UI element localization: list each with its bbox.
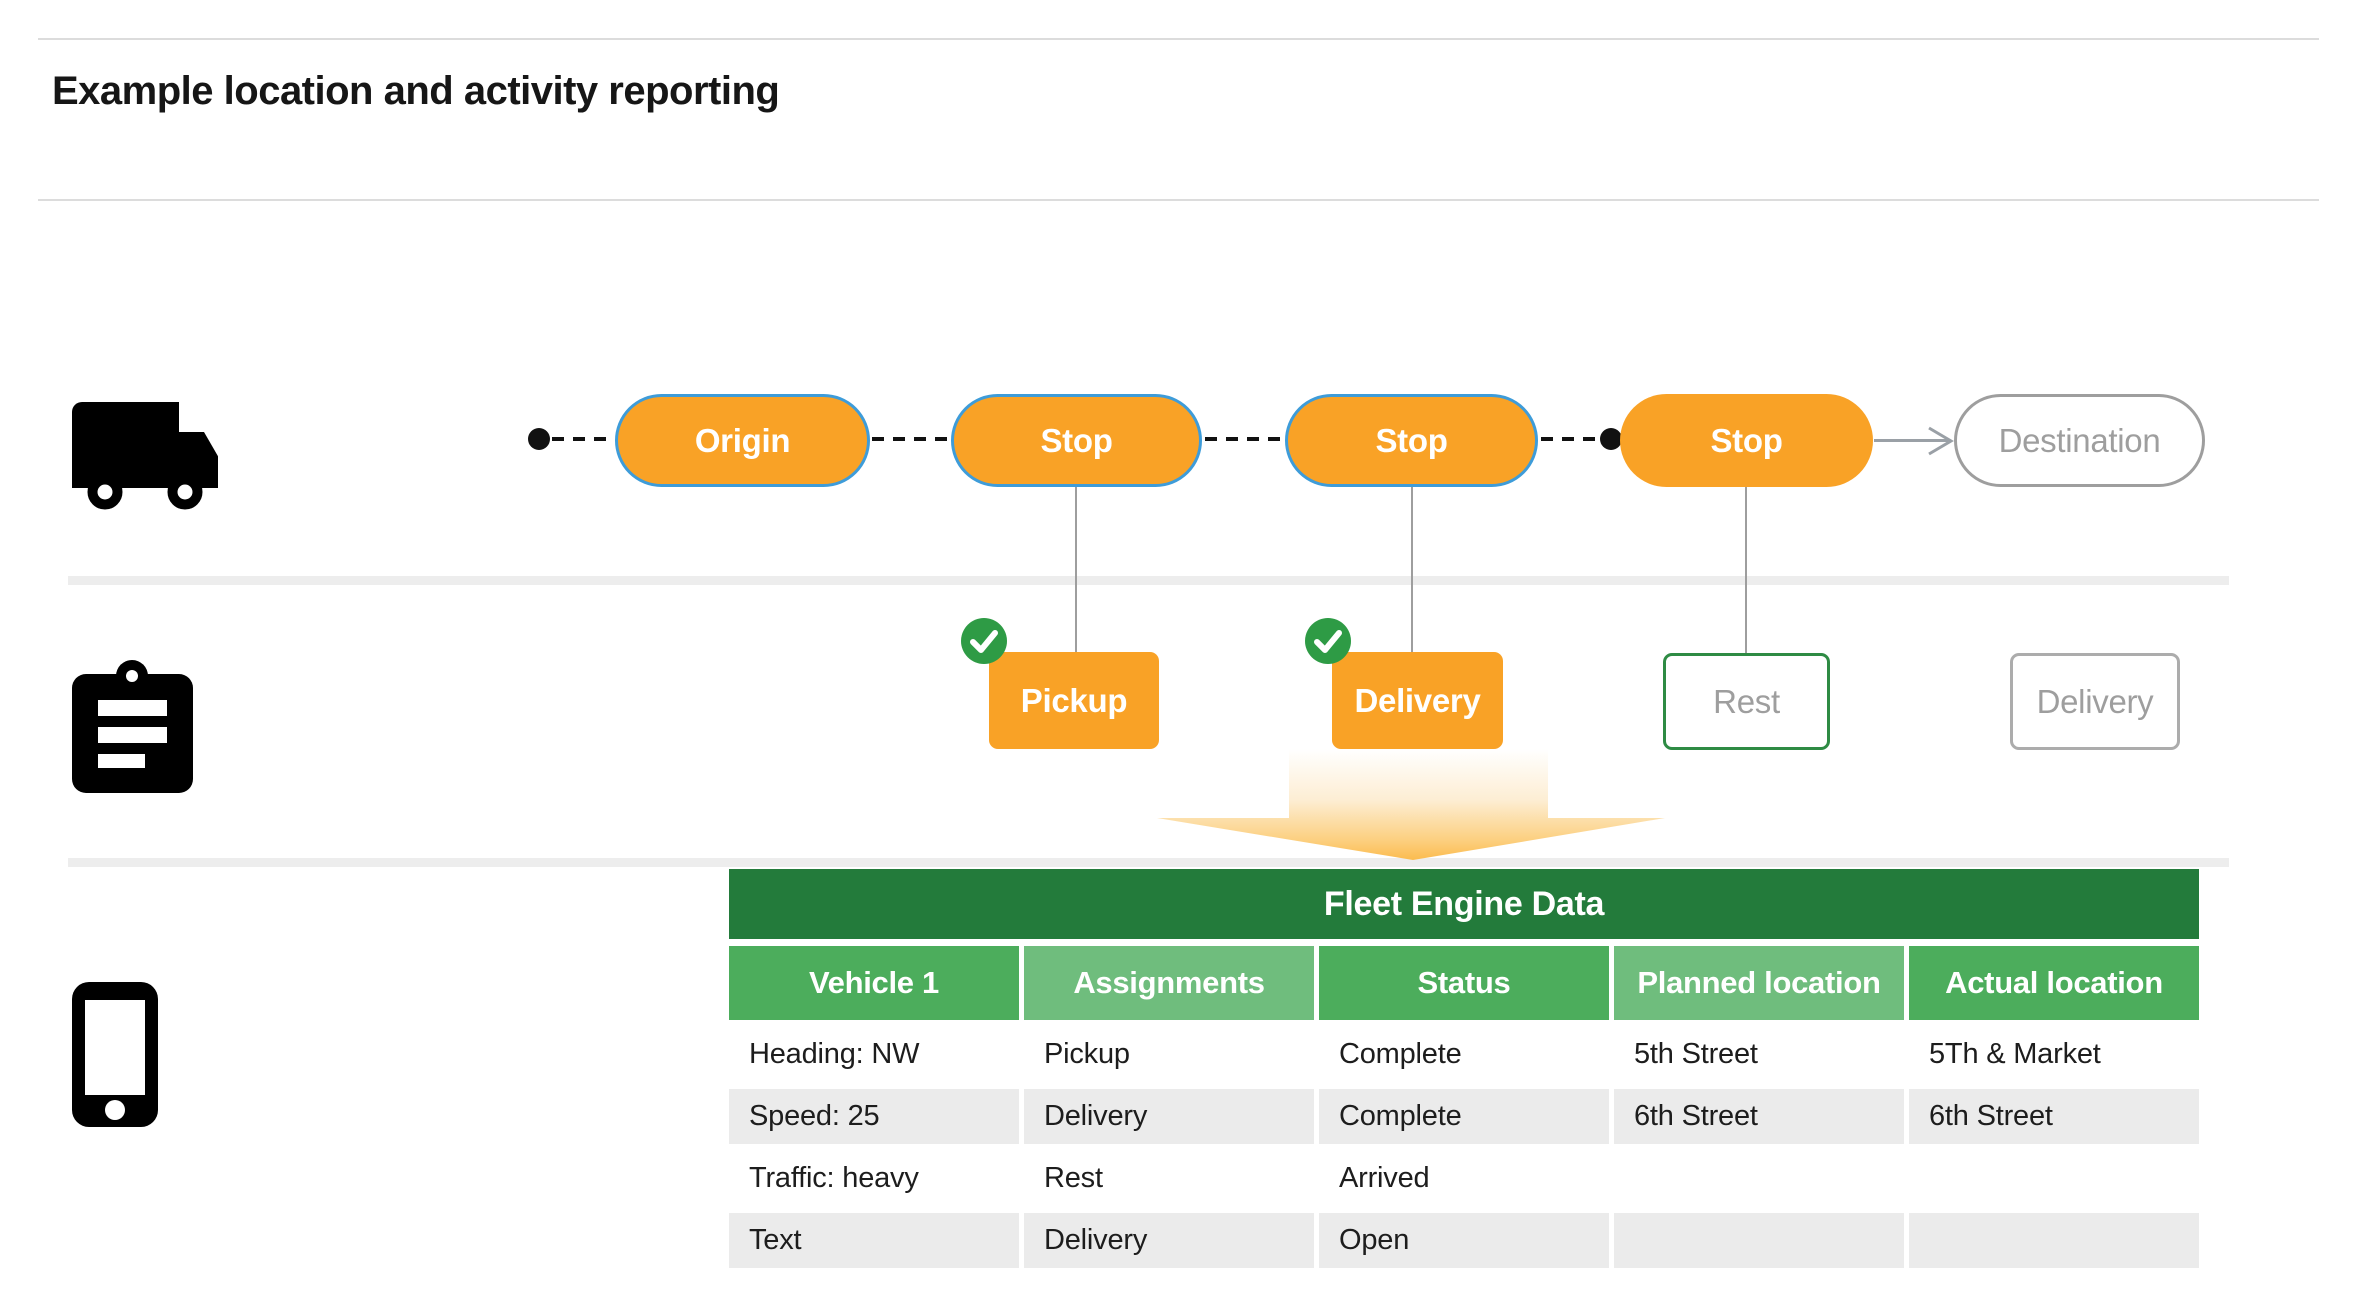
route-node-label: Stop xyxy=(1375,421,1448,459)
connector-stop3-rest xyxy=(1745,486,1747,653)
arrowhead-icon xyxy=(1928,426,1954,456)
destination-connector-line xyxy=(1874,439,1948,442)
column-header-vehicle: Vehicle 1 xyxy=(729,946,1019,1020)
route-node-label: Destination xyxy=(1998,421,2161,459)
table-cell: 6th Street xyxy=(1909,1089,2199,1144)
connector-stop1-pickup xyxy=(1075,486,1077,653)
page-title: Example location and activity reporting xyxy=(52,69,780,113)
route-node-stop-1: Stop xyxy=(951,394,1202,487)
task-rest: Rest xyxy=(1663,653,1830,750)
route-node-stop-2: Stop xyxy=(1285,394,1538,487)
check-icon xyxy=(961,618,1007,664)
route-dash-3 xyxy=(1205,437,1283,441)
column-header-actual: Actual location xyxy=(1909,946,2199,1020)
route-node-label: Stop xyxy=(1040,421,1113,459)
table-cell: Rest xyxy=(1024,1151,1314,1206)
table-cell xyxy=(1614,1151,1904,1206)
table-cell xyxy=(1614,1213,1904,1268)
route-node-destination: Destination xyxy=(1954,394,2205,487)
top-rule xyxy=(38,38,2319,40)
table-cell: Delivery xyxy=(1024,1089,1314,1144)
route-start-dot xyxy=(528,428,550,450)
column-header-status: Status xyxy=(1319,946,1609,1020)
task-label: Delivery xyxy=(1354,681,1481,719)
table-cell: Heading: NW xyxy=(729,1027,1019,1082)
route-dash-1 xyxy=(552,437,614,441)
task-label: Rest xyxy=(1713,682,1780,720)
route-progress-dot xyxy=(1600,428,1622,450)
table-cell: Open xyxy=(1319,1213,1609,1268)
task-delivery-1: Delivery xyxy=(1332,652,1503,749)
table-title: Fleet Engine Data xyxy=(729,869,2199,939)
connector-stop2-delivery xyxy=(1411,486,1413,653)
route-node-label: Origin xyxy=(694,421,791,459)
table-cell: Text xyxy=(729,1213,1019,1268)
check-icon xyxy=(1305,618,1351,664)
task-pickup: Pickup xyxy=(989,652,1159,749)
task-delivery-2: Delivery xyxy=(2010,653,2180,750)
table-cell: 6th Street xyxy=(1614,1089,1904,1144)
table-cell: Complete xyxy=(1319,1089,1609,1144)
table-cell: 5th Street xyxy=(1614,1027,1904,1082)
table-cell xyxy=(1909,1151,2199,1206)
fleet-engine-table: Vehicle 1 Assignments Status Planned loc… xyxy=(729,946,2199,1268)
flow-arrow-icon xyxy=(1157,749,1665,860)
route-node-stop-3: Stop xyxy=(1620,394,1873,487)
lane-divider-1 xyxy=(68,576,2229,585)
title-rule xyxy=(38,199,2319,201)
table-cell: Speed: 25 xyxy=(729,1089,1019,1144)
table-cell: Traffic: heavy xyxy=(729,1151,1019,1206)
phone-icon xyxy=(72,982,158,1127)
table-cell: Delivery xyxy=(1024,1213,1314,1268)
truck-icon xyxy=(72,402,218,510)
task-label: Pickup xyxy=(1020,681,1128,719)
lane-divider-2 xyxy=(68,858,2229,867)
column-header-assignments: Assignments xyxy=(1024,946,1314,1020)
table-cell: 5Th & Market xyxy=(1909,1027,2199,1082)
route-node-label: Stop xyxy=(1710,421,1783,459)
table-cell: Pickup xyxy=(1024,1027,1314,1082)
table-cell: Arrived xyxy=(1319,1151,1609,1206)
route-dash-4 xyxy=(1541,437,1599,441)
clipboard-icon xyxy=(72,660,193,793)
table-cell xyxy=(1909,1213,2199,1268)
route-dash-2 xyxy=(872,437,949,441)
table-cell: Complete xyxy=(1319,1027,1609,1082)
task-label: Delivery xyxy=(2036,682,2154,720)
route-node-origin: Origin xyxy=(615,394,870,487)
column-header-planned: Planned location xyxy=(1614,946,1904,1020)
